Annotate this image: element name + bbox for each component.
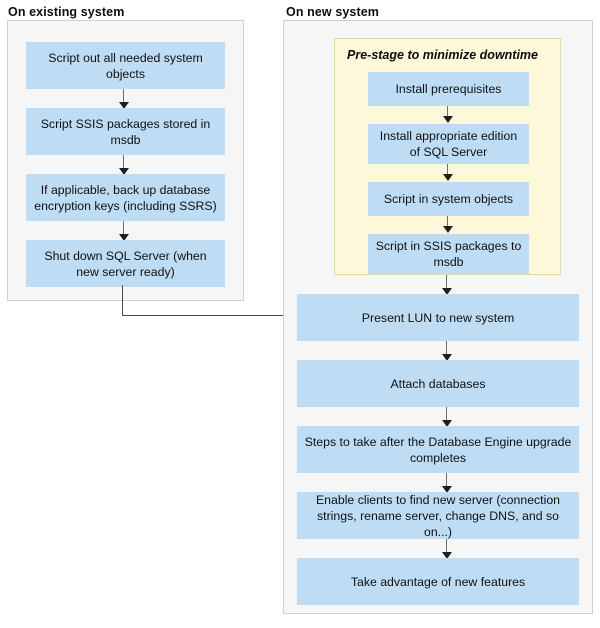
arrow-attach-databases-to-post-upgrade xyxy=(441,407,453,428)
arrow-script-out-to-ssis xyxy=(118,89,130,110)
node-shut-down-sql-server[interactable]: Shut down SQL Server (when new server re… xyxy=(26,240,225,287)
node-script-in-system-objects[interactable]: Script in system objects xyxy=(368,182,529,216)
arrow-ssis-to-encryption-keys xyxy=(118,155,130,176)
node-back-up-encryption-keys[interactable]: If applicable, back up database encrypti… xyxy=(26,174,225,221)
node-install-prerequisites[interactable]: Install prerequisites xyxy=(368,72,529,106)
panel-title-new-system: On new system xyxy=(286,5,379,19)
node-script-ssis-packages[interactable]: Script SSIS packages stored in msdb xyxy=(26,108,225,155)
panel-existing-system: Script out all needed system objects Scr… xyxy=(7,20,244,301)
arrow-prerequisites-to-edition xyxy=(442,106,454,124)
node-post-upgrade-steps[interactable]: Steps to take after the Database Engine … xyxy=(297,426,579,473)
arrow-present-lun-to-attach-databases xyxy=(441,341,453,362)
pre-stage-group-label: Pre-stage to minimize downtime xyxy=(347,48,539,62)
node-enable-clients[interactable]: Enable clients to find new server (conne… xyxy=(297,492,579,539)
node-attach-databases[interactable]: Attach databases xyxy=(297,360,579,407)
panel-title-existing-system: On existing system xyxy=(8,5,125,19)
panel-new-system: Pre-stage to minimize downtime Install p… xyxy=(283,20,593,614)
node-script-in-ssis-packages[interactable]: Script in SSIS packages to msdb xyxy=(368,234,529,274)
arrow-edition-to-script-system-objects xyxy=(442,164,454,182)
arrow-encryption-keys-to-shutdown xyxy=(118,221,130,242)
node-present-lun[interactable]: Present LUN to new system xyxy=(297,294,579,341)
arrow-system-objects-to-ssis-msdb xyxy=(442,216,454,234)
node-take-advantage-features[interactable]: Take advantage of new features xyxy=(297,558,579,605)
arrow-enable-clients-to-new-features xyxy=(441,539,453,560)
node-script-out-system-objects[interactable]: Script out all needed system objects xyxy=(26,42,225,89)
arrow-prestage-to-present-lun xyxy=(441,275,453,296)
group-pre-stage: Pre-stage to minimize downtime Install p… xyxy=(334,38,561,275)
node-install-sql-server-edition[interactable]: Install appropriate edition of SQL Serve… xyxy=(368,124,529,164)
